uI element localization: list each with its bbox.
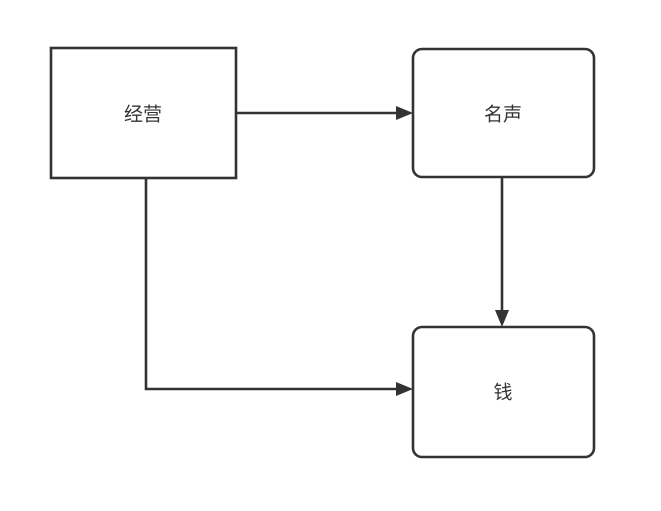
node-reputation-label: 名声 <box>484 104 522 126</box>
node-money[interactable]: 钱 <box>411 325 596 459</box>
node-operation-shape <box>49 46 238 180</box>
arrow-head-down-icon <box>495 310 509 327</box>
edge-operation-to-reputation[interactable] <box>236 106 413 120</box>
node-operation-label: 经营 <box>124 104 162 126</box>
edge-reputation-to-money[interactable] <box>495 177 509 327</box>
arrow-head-right-icon <box>396 106 413 120</box>
node-money-shape <box>411 325 596 459</box>
node-reputation[interactable]: 名声 <box>411 47 596 179</box>
node-operation[interactable]: 经营 <box>49 46 238 180</box>
edge-line-operation-to-money <box>144 178 397 391</box>
node-money-label: 钱 <box>493 382 512 404</box>
arrow-head-right-icon <box>396 382 413 396</box>
node-reputation-shape <box>411 47 596 179</box>
edge-operation-to-money[interactable] <box>144 178 413 396</box>
